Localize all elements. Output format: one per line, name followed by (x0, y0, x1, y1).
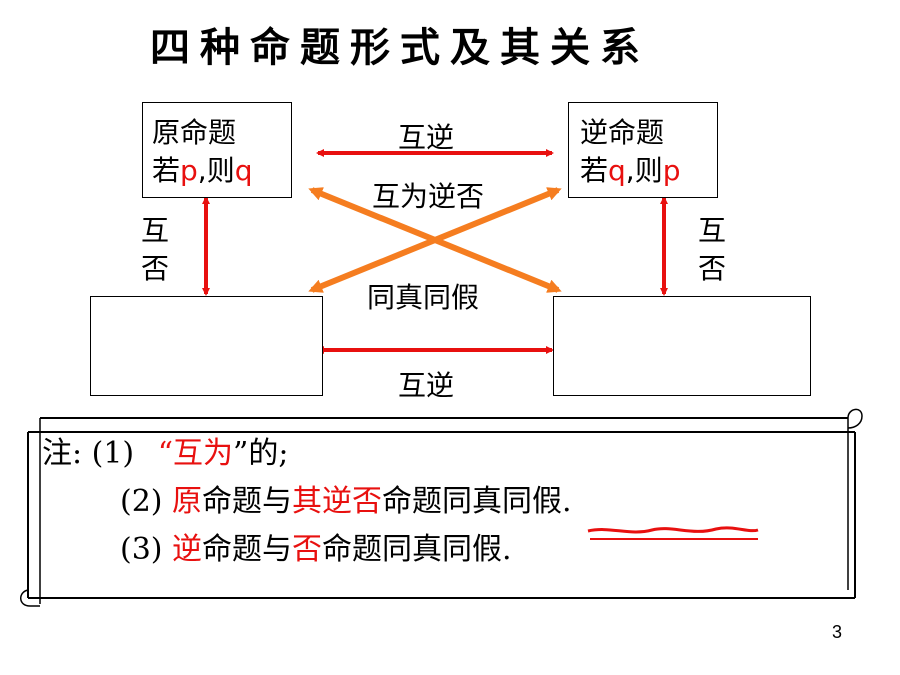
converse-proposition-label: 逆命题 (580, 116, 665, 149)
note-row-2: (2) 原命题与其逆否命题同真同假. (120, 484, 572, 519)
original-proposition-box (142, 102, 292, 198)
left-vertical-label: 互 否 (140, 214, 169, 285)
diagonal-top-label: 互为逆否 (372, 180, 485, 213)
bottom-arrow-label: 互逆 (398, 369, 455, 402)
top-arrow-label: 互逆 (398, 121, 455, 154)
note-row-3: (3) 逆命题与否命题同真同假. (120, 532, 512, 567)
red-underline-squiggle (587, 526, 759, 534)
converse-proposition-box (568, 102, 718, 198)
note-row-1: 注: (1) “互为”的; (42, 436, 289, 471)
converse-proposition-form: 若q,则p (580, 154, 681, 187)
original-proposition-text: 原命题 若p,则q (152, 114, 252, 190)
converse-proposition-text: 逆命题 若q,则p (580, 114, 680, 190)
original-proposition-form: 若p,则q (152, 154, 253, 187)
right-vertical-label: 互 否 (697, 214, 726, 285)
diagonal-arrow-2 (308, 187, 562, 293)
original-proposition-label: 原命题 (152, 116, 237, 149)
inverse-proposition-box (90, 296, 323, 396)
page-number: 3 (832, 622, 843, 642)
contrapositive-proposition-box (553, 296, 811, 396)
diagonal-bottom-label: 同真同假 (367, 281, 480, 314)
page-title: 四种命题形式及其关系 (150, 25, 650, 71)
note-block: 注: (1) “互为”的; (2) 原命题与其逆否命题同真同假. (3) 逆命题… (42, 430, 572, 574)
